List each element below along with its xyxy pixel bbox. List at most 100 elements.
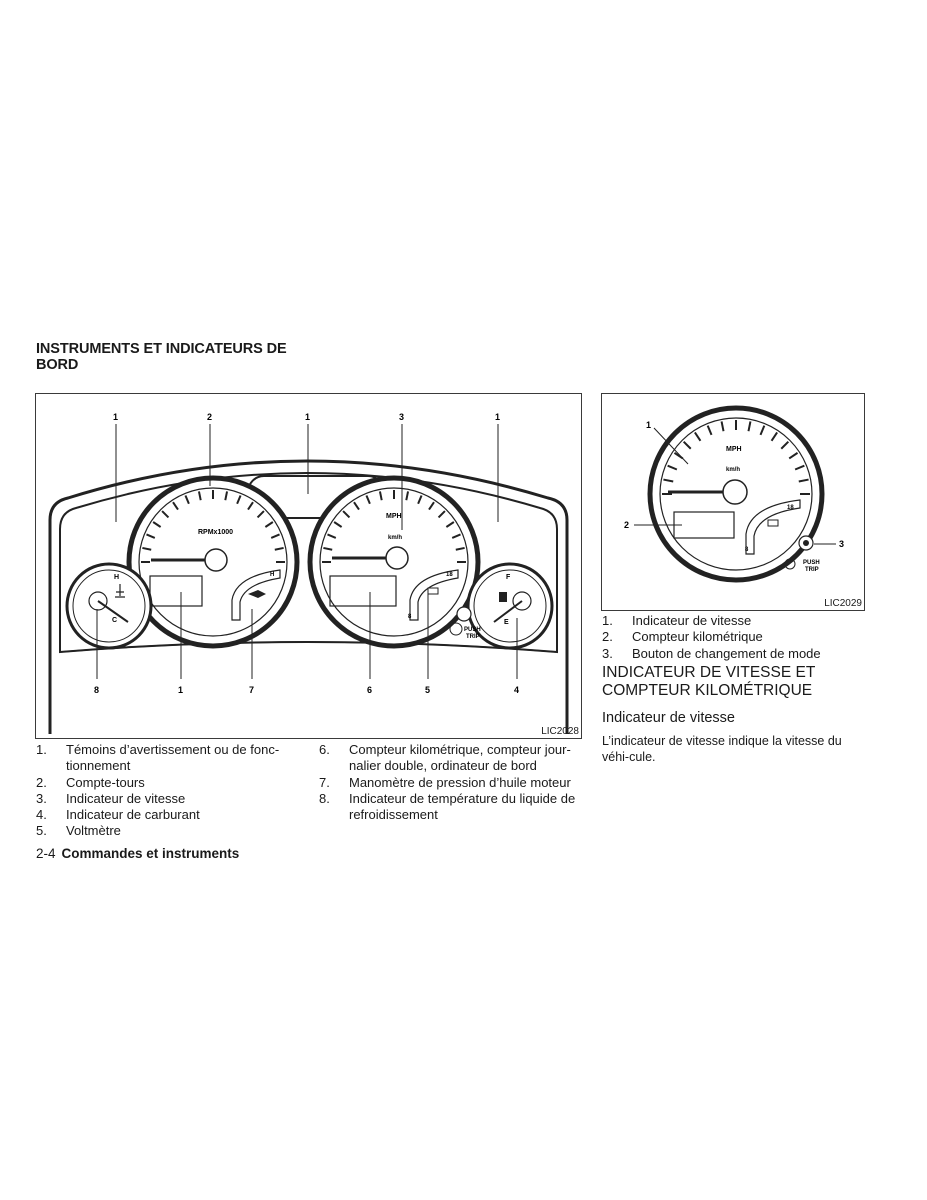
gauge-tick	[682, 440, 692, 450]
battery-icon	[427, 587, 439, 595]
gauge-tick	[780, 440, 790, 450]
gauge-tick	[759, 425, 766, 436]
callout-top-1: 1	[113, 412, 118, 422]
callout-bottom-2: 1	[178, 685, 183, 695]
cluster-housing-outer	[48, 459, 569, 734]
voltmeter-gauge	[409, 569, 459, 621]
tachometer-display	[149, 575, 203, 607]
callout-top-3: 1	[305, 412, 310, 422]
heading-minor: Indicateur de vitesse	[602, 710, 735, 726]
callout-bottom-6: 4	[514, 685, 519, 695]
gauge-tick	[455, 546, 465, 551]
list-item: 3.Bouton de changement de mode	[602, 645, 821, 661]
gauge-tick	[417, 495, 423, 505]
gauge-tick	[172, 501, 179, 511]
volt-high-label: 18	[446, 572, 453, 578]
speedometer-ticks	[322, 490, 466, 563]
push-label-2: PUSH	[803, 560, 820, 566]
temp-hot-label: H	[114, 574, 119, 581]
trip-label: TRIP	[466, 634, 480, 640]
list-item: 7.Manomètre de pression d’huile moteur	[319, 774, 571, 790]
oil-can-icon	[248, 590, 266, 598]
page-number: 2-4	[36, 846, 56, 861]
list-item: 1.Indicateur de vitesse	[602, 613, 752, 628]
odometer-display	[329, 575, 397, 607]
callout-top-4: 3	[399, 412, 404, 422]
fuel-full-label: F	[506, 574, 511, 581]
legend-right: 1.Indicateur de vitesse 2.Compteur kilom…	[602, 613, 872, 662]
gauge-tick	[445, 521, 455, 528]
gauge-tick	[667, 464, 678, 471]
list-item: 2.Compte-tours	[36, 774, 145, 790]
legend-left: 1.Témoins d’avertissement ou de fonc-tio…	[36, 742, 281, 840]
voltmeter-gauge-2	[745, 499, 801, 555]
gauge-tick	[270, 533, 280, 539]
battery-icon-2	[767, 519, 779, 527]
gauge-tick	[327, 533, 337, 539]
tachometer-hub	[204, 548, 228, 572]
cluster-bottom-rim	[59, 641, 558, 653]
list-item: 8.Indicateur de température du liquide d…	[319, 790, 576, 823]
trip-button[interactable]	[456, 606, 472, 622]
cluster-illustration: RPMx1000 H MPH km/h 18 8	[48, 412, 569, 734]
temperature-gauge: H C	[65, 562, 153, 650]
gauge-tick	[247, 501, 254, 511]
list-item: 5.Voltmètre	[36, 823, 121, 839]
gauge-tick	[788, 452, 799, 460]
gauge-tick	[333, 521, 343, 528]
list-item: 6.Compteur kilométrique, compteur jour-n…	[319, 742, 571, 774]
heading-major: INDICATEUR DE VITESSE ET COMPTEUR KILOMÉ…	[602, 664, 816, 699]
gauge-tick	[274, 546, 284, 551]
gauge-tick	[152, 521, 162, 528]
legend-middle: 6.Compteur kilométrique, compteur jour-n…	[319, 742, 579, 823]
gauge-tick	[770, 431, 778, 442]
kmh-label-2: km/h	[726, 467, 740, 473]
instrument-cluster-figure: RPMx1000 H MPH km/h 18 8	[35, 393, 582, 739]
gauge-tick	[428, 501, 435, 511]
gauge-tick	[798, 478, 809, 483]
section-name: Commandes et instruments	[61, 846, 240, 861]
gauge-tick	[264, 521, 274, 528]
temp-cold-label: C	[112, 617, 117, 624]
gauge-tick	[161, 510, 170, 519]
gauge-tick	[405, 491, 410, 501]
gauge-tick	[706, 425, 713, 436]
callout-2: 2	[624, 520, 629, 530]
callout-bottom-5: 5	[425, 685, 430, 695]
speedometer-detail-figure: MPH km/h 18 8 PUSH TRIP 1 2 3 LIC2029	[601, 393, 865, 611]
speedometer-detail-hub	[722, 479, 748, 505]
gauge-tick	[256, 510, 265, 519]
volt-low-label-2: 8	[745, 547, 749, 553]
list-item: 3.Indicateur de vitesse	[36, 790, 186, 806]
gauge-tick	[224, 491, 229, 501]
gauge-tick	[146, 533, 156, 539]
speedometer-gauge: MPH km/h 18 8	[307, 475, 481, 649]
figure-code: LIC2029	[824, 598, 862, 609]
gauge-tick	[747, 421, 752, 432]
push-label: PUSH	[464, 627, 481, 633]
speedometer-hub	[385, 546, 409, 570]
callout-lines	[96, 424, 518, 679]
gauge-tick	[378, 491, 383, 501]
gauge-tick	[342, 510, 351, 519]
gauge-tick	[663, 478, 674, 483]
gauge-tick	[353, 501, 360, 511]
fuel-gauge: F E	[466, 562, 554, 650]
figure-code: LIC2028	[541, 726, 579, 737]
tachometer-ticks	[141, 490, 285, 563]
coolant-icon	[115, 584, 125, 598]
list-item: 2.Compteur kilométrique	[602, 629, 763, 645]
volt-high-label-2: 18	[787, 505, 794, 511]
speedometer-detail-ticks	[662, 420, 810, 495]
oil-h-label: H	[270, 572, 274, 578]
trip-label-2: TRIP	[805, 567, 819, 573]
callout-1: 1	[646, 420, 651, 430]
callout-bottom-1: 8	[94, 685, 99, 695]
list-item: 1.Témoins d’avertissement ou de fonc-tio…	[36, 742, 280, 774]
gauge-tick	[236, 495, 242, 505]
callout-bottom-3: 7	[249, 685, 254, 695]
kmh-label: km/h	[388, 535, 402, 541]
callout-3: 3	[839, 539, 844, 549]
list-item: 4.Indicateur de carburant	[36, 807, 200, 823]
gauge-tick	[437, 510, 446, 519]
